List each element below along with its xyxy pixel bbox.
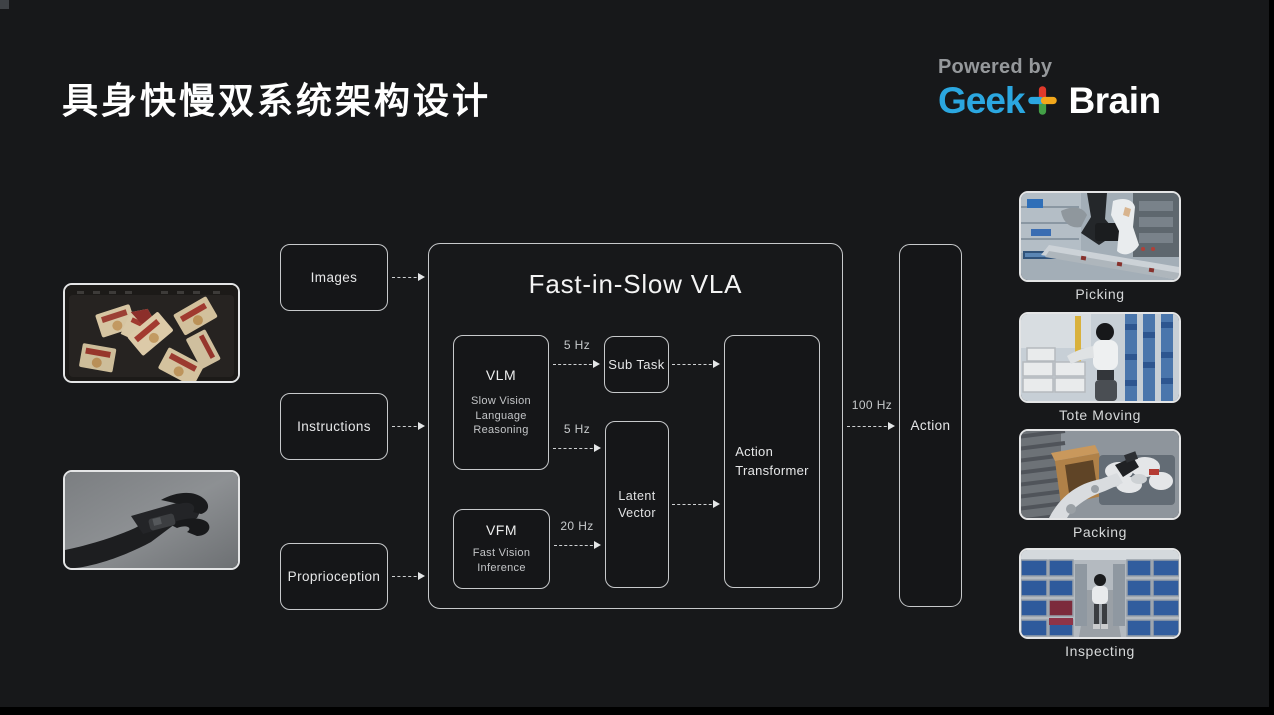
robot-arm-packing-photo bbox=[1019, 429, 1181, 520]
action-transformer-box: Action Transformer bbox=[724, 335, 820, 588]
page-title: 具身快慢双系统架构设计 bbox=[62, 80, 492, 121]
powered-by-logo: Powered by Geek Brain bbox=[938, 56, 1228, 122]
arrow-instructions-to-main bbox=[392, 422, 425, 430]
vfm-subtitle-line: Fast Vision bbox=[472, 547, 531, 560]
robot-gripper-photo bbox=[63, 470, 240, 570]
arrow-images-to-main bbox=[392, 273, 425, 281]
latent-vector-box: Latent Vector bbox=[605, 421, 669, 588]
vla-title: Fast-in-Slow VLA bbox=[528, 269, 743, 299]
fast-in-slow-vla-box: Fast-in-Slow VLA VLM Slow Vision Languag… bbox=[428, 243, 843, 609]
vfm-title: VFM bbox=[485, 522, 518, 539]
input-box-proprioception: Proprioception bbox=[280, 543, 388, 610]
latent-line: Vector bbox=[618, 505, 656, 520]
vlm-subtitle-line: Reasoning bbox=[473, 424, 529, 437]
multicolor-plus-icon bbox=[1027, 86, 1057, 120]
vlm-subtitle: Slow Vision Language Reasoning bbox=[471, 394, 531, 439]
action-label: Action bbox=[910, 418, 951, 433]
input-box-instructions: Instructions bbox=[280, 393, 388, 460]
latent-vector-label: Latent Vector bbox=[618, 488, 656, 522]
brand-row: Geek Brain bbox=[938, 80, 1228, 122]
arrow-vlm-to-subtask bbox=[553, 360, 600, 368]
arrow-vfm-to-latent bbox=[554, 541, 601, 549]
input-label: Images bbox=[310, 270, 358, 285]
sub-task-box: Sub Task bbox=[604, 336, 669, 393]
gallery-label-picking: Picking bbox=[1075, 286, 1125, 302]
sub-task-label: Sub Task bbox=[608, 357, 665, 372]
vfm-subtitle: Fast Vision Inference bbox=[473, 546, 531, 576]
rate-output: 100 Hz bbox=[851, 398, 893, 412]
brain-logo-text: Brain bbox=[1068, 80, 1162, 121]
rate-vfm-latent: 20 Hz bbox=[560, 519, 594, 533]
vlm-subtitle-line: Language bbox=[475, 409, 527, 422]
arrow-proprioception-to-main bbox=[392, 572, 425, 580]
arrow-main-to-action bbox=[847, 422, 895, 430]
vlm-box: VLM Slow Vision Language Reasoning bbox=[453, 335, 549, 470]
latent-line: Latent bbox=[618, 488, 656, 503]
vlm-subtitle-line: Slow Vision bbox=[471, 394, 531, 407]
at-line: Action bbox=[735, 444, 774, 460]
at-line: Transformer bbox=[735, 462, 809, 478]
gallery-label-inspecting: Inspecting bbox=[1065, 643, 1135, 659]
corner-artifact bbox=[0, 0, 9, 9]
input-label: Instructions bbox=[297, 419, 371, 434]
vlm-title: VLM bbox=[485, 366, 517, 383]
gallery-label-packing: Packing bbox=[1072, 524, 1127, 540]
arrow-latent-to-at bbox=[672, 500, 720, 508]
rate-vlm-subtask: 5 Hz bbox=[563, 338, 591, 352]
humanoid-tote-moving-photo bbox=[1019, 312, 1181, 403]
vfm-subtitle-line: Inference bbox=[477, 562, 526, 574]
bin-of-snack-packages-photo bbox=[63, 283, 240, 383]
action-box: Action bbox=[899, 244, 962, 607]
input-box-images: Images bbox=[280, 244, 388, 311]
action-transformer-label: Action Transformer bbox=[735, 443, 809, 479]
arrow-subtask-to-at bbox=[672, 360, 720, 368]
humanoid-inspecting-photo bbox=[1019, 548, 1181, 639]
input-label: Proprioception bbox=[287, 569, 381, 584]
arrow-vlm-to-latent bbox=[553, 444, 601, 452]
powered-by-text: Powered by bbox=[938, 56, 1053, 78]
robot-arm-picking-photo bbox=[1019, 191, 1181, 282]
gallery-label-tote-moving: Tote Moving bbox=[1058, 407, 1142, 423]
geek-logo-text: Geek bbox=[938, 80, 1026, 121]
vfm-box: VFM Fast Vision Inference bbox=[453, 509, 550, 589]
rate-vlm-latent: 5 Hz bbox=[563, 422, 591, 436]
